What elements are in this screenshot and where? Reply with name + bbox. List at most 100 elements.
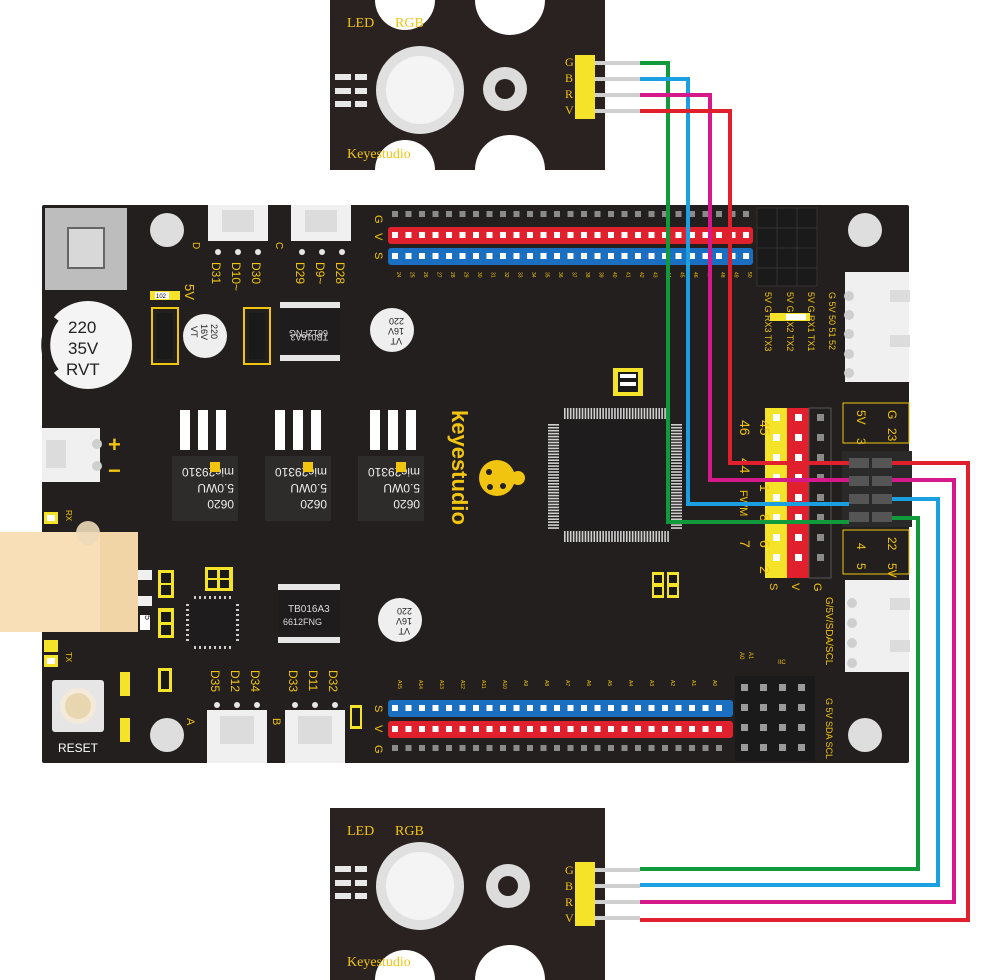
i2c-label-2: G 5V SDA SCL	[824, 698, 834, 759]
svg-text:16V: 16V	[396, 616, 412, 626]
pin-d11: D11	[306, 670, 320, 691]
top-header-number: 29	[463, 272, 469, 278]
bottom-pin-b: B	[565, 879, 573, 893]
top-pin-v: V	[565, 103, 574, 117]
pwm-side-g: G	[885, 410, 899, 419]
top-smd-pads	[335, 74, 367, 107]
top-header-number: 40	[611, 272, 617, 278]
bottom-pin-header	[575, 862, 595, 926]
rx-label: RX	[64, 510, 73, 522]
pwm-45: 45	[757, 420, 773, 436]
pwm-8: 8	[757, 514, 773, 522]
pin-d10: D10~	[229, 262, 243, 291]
top-pin-g: G	[565, 55, 574, 69]
pwm-header: 46 45 44 1 8 7 6 2 FWM S V G 5V 3 G 23 4	[737, 402, 912, 592]
reg3-line2: 5.0WU	[383, 481, 420, 495]
top-pin-header	[575, 55, 595, 119]
pin-d12: D12	[228, 670, 242, 692]
serial-connector	[845, 272, 909, 382]
pwm-side-4: 4	[854, 543, 868, 550]
serial-label-3: 5V G RX3 TX3	[763, 292, 773, 351]
top-header-number: 30	[476, 272, 482, 278]
mount-hole-tr	[848, 213, 882, 247]
bot-hdr-g: G	[372, 745, 384, 754]
bottom-rgb-label: RGB	[395, 824, 424, 839]
wire-bottom-blue	[640, 497, 940, 887]
driver-chip-bottom: TB016A3 6612FNG	[278, 584, 340, 643]
pwm-1: 1	[757, 484, 773, 492]
top-header-number: 36	[557, 272, 563, 278]
wire-bottom-red	[640, 461, 970, 922]
pwm-2: 2	[757, 566, 773, 574]
reg3-line3: 0620	[393, 497, 420, 511]
label-5v: 5V	[182, 284, 197, 300]
pin-d35: D35	[208, 670, 222, 692]
a1-label: A1	[747, 652, 753, 660]
pwm-side-23: 23	[885, 428, 899, 442]
pwm-side-22: 22	[885, 537, 899, 551]
top-pin-r: R	[565, 87, 573, 101]
motor-letter-a: A	[184, 718, 196, 726]
pin-d9: D9~	[313, 262, 327, 284]
wire-bottom-magenta	[640, 478, 956, 904]
pwm-g: G	[811, 583, 823, 592]
bottom-header-number: A9	[522, 680, 528, 686]
pin-d30: D30	[249, 262, 263, 284]
driver-top-line1: 6612FNG	[289, 328, 328, 338]
pwm-7: 7	[737, 540, 753, 548]
svg-text:220: 220	[397, 606, 412, 616]
cap-small-3	[378, 598, 422, 642]
svg-text:220: 220	[389, 316, 404, 326]
pwm-side-5v: 5V	[854, 410, 868, 425]
pwm-s: S	[767, 583, 779, 590]
top-header-number: 26	[422, 272, 428, 278]
usb-area: 5	[138, 570, 174, 638]
mcu-chip	[548, 408, 682, 542]
svg-text:16V: 16V	[199, 324, 209, 340]
mount-hole-tl	[150, 213, 184, 247]
pwm-6: 6	[757, 540, 773, 548]
reg2-line1: mic29310	[275, 465, 327, 479]
cap-big-line3: RVT	[66, 360, 100, 379]
capacitor-big	[44, 301, 132, 389]
top-header-number: 43	[652, 272, 658, 278]
top-header-number: 34	[530, 272, 536, 278]
iic-label: IIC	[778, 660, 786, 666]
motor-letter-b: B	[270, 718, 282, 725]
bottom-pin-g: G	[565, 863, 574, 877]
bottom-smd-pads	[335, 866, 367, 899]
top-brand: Keyestudio	[347, 147, 411, 162]
top-header-number: 31	[490, 272, 496, 278]
svg-text:VT: VT	[390, 336, 402, 346]
reset-button[interactable]	[52, 680, 104, 732]
i2c-label: G/5V/SDA/SCL	[823, 597, 834, 666]
top-header-number: 46	[692, 272, 698, 278]
top-hdr-g: G	[372, 215, 384, 224]
bottom-header-number: A10	[501, 680, 507, 689]
driver-top-line2: TB016A3	[290, 332, 328, 342]
top-header-number: 48	[719, 272, 725, 278]
cap-big-line2: 35V	[68, 339, 99, 358]
driver-bottom-line1: TB016A3	[288, 604, 330, 615]
top-header-number: 27	[436, 272, 442, 278]
bottom-header: S V G IIC A0 A1	[372, 652, 815, 761]
top-header-number: 35	[544, 272, 550, 278]
tx-label: TX	[64, 652, 73, 663]
board-brand: keyestudio	[447, 410, 472, 525]
driver-bottom-line2: 6612FNG	[283, 617, 322, 627]
bottom-header-number: A14	[417, 680, 423, 689]
pin-d28: D28	[333, 262, 347, 284]
bottom-header-number: A1	[690, 680, 696, 686]
svg-text:220: 220	[209, 324, 219, 339]
res-102-a: 102	[156, 294, 167, 300]
pin-d31: D31	[209, 262, 223, 284]
wire-top-green	[640, 61, 849, 524]
top-led-module: LED RGB G B R V Keyestudio	[330, 0, 605, 170]
motor-letter-d: D	[190, 242, 201, 249]
reg2-line3: 0620	[300, 497, 327, 511]
top-header-number: 39	[598, 272, 604, 278]
cap-small-2	[370, 308, 414, 352]
top-header-number: 28	[449, 272, 455, 278]
pwm-46: 46	[737, 420, 753, 436]
bottom-led-module: LED RGB G B R V Keyestudio	[330, 808, 605, 980]
